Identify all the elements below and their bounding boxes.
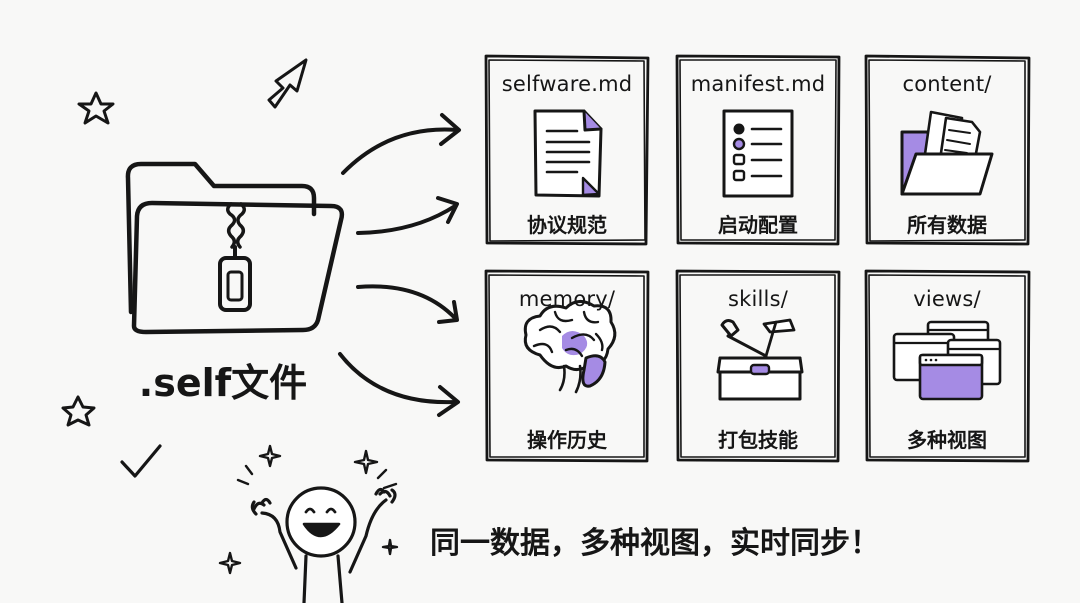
card-caption-content: 所有数据: [907, 213, 987, 237]
checkmark-icon: [120, 444, 162, 478]
star-icon: [77, 91, 115, 125]
checklist-icon: [722, 109, 794, 198]
card-title-manifest: manifest.md: [690, 72, 826, 96]
card-title-memory: memory/: [518, 287, 616, 311]
card-frame-selfware: [484, 54, 650, 246]
tagline: 同一数据，多种视图，实时同步！: [430, 526, 880, 561]
card-frame-skills: [675, 269, 841, 463]
card-title-views: views/: [913, 287, 981, 311]
connector-arrow: [341, 113, 461, 175]
card-caption-views: 多种视图: [907, 428, 987, 452]
document-icon: [533, 109, 603, 198]
arrow-up-right-icon: [267, 58, 308, 109]
card-frame-views: [864, 269, 1031, 463]
connector-arrow: [356, 284, 459, 324]
card-frame-memory: [484, 269, 650, 463]
card-title-skills: skills/: [727, 287, 789, 311]
toolbox-icon: [716, 318, 804, 401]
card-title-content: content/: [902, 72, 992, 96]
card-caption-manifest: 启动配置: [718, 213, 798, 237]
star-icon: [61, 395, 96, 427]
card-caption-skills: 打包技能: [718, 428, 798, 452]
windows-icon: [892, 320, 1002, 401]
file-label: .self文件: [138, 361, 308, 405]
folder-documents-icon: [900, 110, 994, 196]
card-frame-content: [864, 54, 1031, 246]
card-caption-selfware: 协议规范: [527, 213, 607, 237]
happy-person-illustration: [250, 486, 397, 603]
sparkle-icon: [218, 444, 399, 575]
card-frame-manifest: [675, 54, 841, 246]
brain-icon: [523, 300, 617, 394]
card-caption-memory: 操作历史: [527, 428, 607, 452]
zip-folder-icon: [125, 161, 345, 335]
connector-arrow: [338, 352, 460, 417]
card-title-selfware: selfware.md: [501, 72, 633, 96]
connector-arrow: [356, 196, 459, 235]
